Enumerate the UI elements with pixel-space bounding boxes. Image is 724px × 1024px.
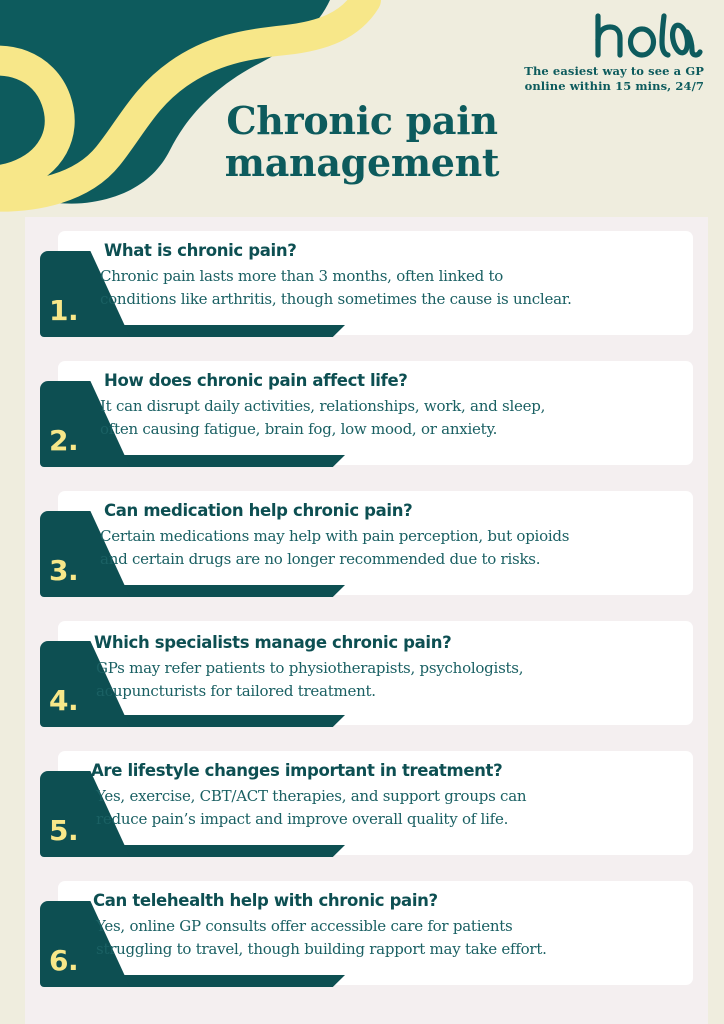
faq-card: 5. Are lifestyle changes important in tr… xyxy=(0,745,724,875)
card-text-block: Can telehealth help with chronic pain? Y… xyxy=(93,891,680,960)
card-text-block: What is chronic pain? Chronic pain lasts… xyxy=(100,241,680,310)
card-body: Yes, online GP consults offer accessible… xyxy=(96,917,547,958)
card-heading: Can telehealth help with chronic pain? xyxy=(93,891,438,910)
card-number: 2. xyxy=(49,424,79,457)
card-surface xyxy=(58,621,693,725)
card-number: 6. xyxy=(49,944,79,977)
hola-logo-icon xyxy=(595,13,703,58)
card-surface xyxy=(58,881,693,985)
card-body: Chronic pain lasts more than 3 months, o… xyxy=(100,267,572,308)
card-surface xyxy=(58,751,693,855)
card-heading: Can medication help chronic pain? xyxy=(104,501,413,520)
card-surface xyxy=(58,361,693,465)
card-heading: How does chronic pain affect life? xyxy=(104,371,408,390)
card-number: 5. xyxy=(49,814,79,847)
card-text-block: Are lifestyle changes important in treat… xyxy=(91,761,680,830)
card-number: 1. xyxy=(49,294,79,327)
faq-card: 4. Which specialists manage chronic pain… xyxy=(0,615,724,745)
faq-card: 3. Can medication help chronic pain? Cer… xyxy=(0,485,724,615)
card-text-block: How does chronic pain affect life? It ca… xyxy=(100,371,680,440)
faq-card-list: 1. What is chronic pain? Chronic pain la… xyxy=(0,225,724,1005)
brand-block: The easiest way to see a GP online withi… xyxy=(484,12,704,93)
card-heading: Are lifestyle changes important in treat… xyxy=(91,761,503,780)
card-body: GPs may refer patients to physiotherapis… xyxy=(96,659,524,700)
card-heading: What is chronic pain? xyxy=(104,241,297,260)
card-body: Yes, exercise, CBT/ACT therapies, and su… xyxy=(96,787,527,828)
card-text-block: Which specialists manage chronic pain? G… xyxy=(94,633,680,702)
card-number: 3. xyxy=(49,554,79,587)
faq-card: 6. Can telehealth help with chronic pain… xyxy=(0,875,724,1005)
card-body: It can disrupt daily activities, relatio… xyxy=(100,397,546,438)
card-body: Certain medications may help with pain p… xyxy=(100,527,570,568)
page-title: Chronic pain management xyxy=(224,98,500,185)
card-surface xyxy=(58,491,693,595)
faq-card: 1. What is chronic pain? Chronic pain la… xyxy=(0,225,724,355)
card-number: 4. xyxy=(49,684,79,717)
card-surface xyxy=(58,231,693,335)
card-heading: Which specialists manage chronic pain? xyxy=(94,633,452,652)
brand-tagline: The easiest way to see a GP online withi… xyxy=(524,64,704,93)
card-text-block: Can medication help chronic pain? Certai… xyxy=(100,501,680,570)
faq-card: 2. How does chronic pain affect life? It… xyxy=(0,355,724,485)
